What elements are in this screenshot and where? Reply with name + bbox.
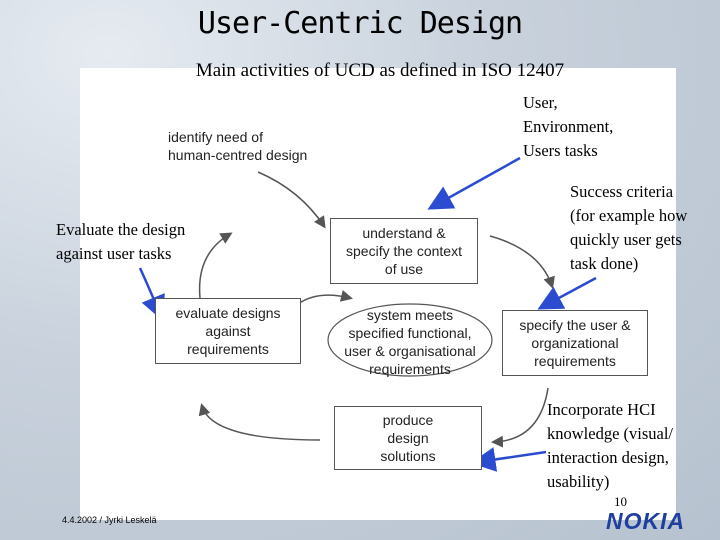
arrow-understand-to-specify xyxy=(489,235,555,289)
system-meets-ellipse xyxy=(327,303,493,377)
arrow-evaluate-to-system xyxy=(297,289,353,305)
note-success-criteria: Success criteria (for example how quickl… xyxy=(570,182,688,273)
nokia-logo: NOKIA xyxy=(606,508,686,534)
system-meets-text: system meets specified functional, user … xyxy=(344,307,476,377)
produce-solutions-box: produce design solutions xyxy=(334,406,482,470)
arrow-evaluate-to-understand xyxy=(198,232,233,299)
callout-arrow-user-env xyxy=(427,156,521,210)
note-evaluate-design: Evaluate the design against user tasks xyxy=(56,220,186,263)
note-user-environment: User, Environment, Users tasks xyxy=(523,93,614,160)
identify-need-text: identify need of human-centred design xyxy=(168,129,308,163)
evaluate-designs-box: evaluate designs against requirements xyxy=(155,298,301,364)
callout-arrow-hci xyxy=(470,447,547,472)
arrow-produce-to-evaluate xyxy=(198,403,321,441)
page-number: 10 xyxy=(614,494,627,509)
footer-date-author: 4.4.2002 / Jyrki Leskelä xyxy=(62,515,157,525)
slide-title: User-Centric Design xyxy=(197,6,523,41)
note-incorporate-hci: Incorporate HCI knowledge (visual/ inter… xyxy=(547,400,674,491)
arrow-specify-to-produce xyxy=(491,387,549,448)
slide-subtitle: Main activities of UCD as defined in ISO… xyxy=(195,60,565,81)
specify-requirements-box: specify the user & organizational requir… xyxy=(502,310,648,376)
arrow-identify-to-understand xyxy=(257,171,326,229)
understand-context-box: understand & specify the context of use xyxy=(330,218,478,284)
callout-arrow-success xyxy=(537,276,597,310)
